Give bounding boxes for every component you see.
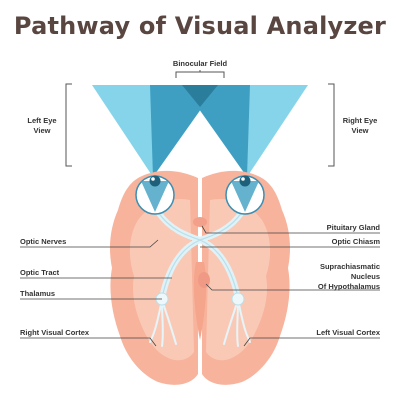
pituitary-gland-shape [193, 217, 207, 227]
right-eye [225, 175, 265, 215]
thalamus-right-node [231, 292, 245, 306]
suprachiasmatic-nucleus-label: Suprachiasmatic Nucleus Of Hypothalamus [317, 262, 380, 291]
page-title: Pathway of Visual Analyzer [13, 12, 387, 40]
binocular-field-label: Binocular Field [172, 59, 228, 68]
optic-nerves-label: Optic Nerves [20, 237, 67, 246]
optic-chiasm-label: Optic Chiasm [331, 237, 380, 246]
right-eye-bracket [328, 83, 335, 167]
left-eye [135, 175, 175, 215]
left-eye-view-label: Left Eye View [27, 116, 57, 135]
optic-pathway [149, 209, 251, 347]
thalamus-label: Thalamus [20, 289, 56, 298]
left-eye-bracket [65, 83, 72, 167]
hypothalamus-shape [198, 272, 210, 288]
right-eye-view-label: Right Eye View [342, 116, 378, 135]
left-visual-cortex-label: Left Visual Cortex [316, 328, 380, 337]
binocular-overlap [182, 85, 218, 107]
pituitary-gland-label: Pituitary Gland [326, 223, 380, 232]
leader-lines [20, 225, 380, 347]
optic-tract-label: Optic Tract [20, 268, 60, 277]
right-visual-cortex-label: Right Visual Cortex [20, 328, 90, 337]
visual-field-cones [92, 85, 308, 177]
right-eye-cone-inner [182, 85, 250, 177]
binocular-bracket [175, 70, 225, 78]
